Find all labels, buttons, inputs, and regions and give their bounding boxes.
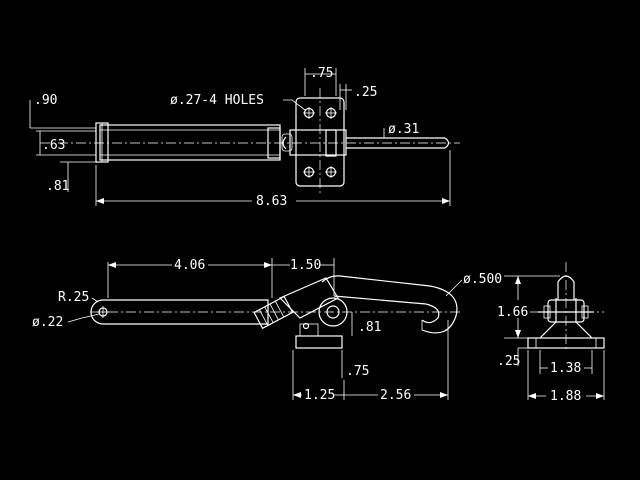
- dim-top-090: .90: [34, 93, 57, 108]
- dim-side-125: 1.25: [304, 388, 335, 403]
- dim-end-166: 1.66: [497, 305, 528, 320]
- end-view: 1.66 .25 1.38 1.88: [497, 262, 605, 404]
- dim-top-overall: 8.63: [256, 194, 287, 209]
- dim-top-063: .63: [42, 138, 65, 153]
- dim-side-hook-dia: ø.500: [463, 272, 502, 287]
- dim-side-radius: R.25: [58, 290, 89, 305]
- dim-side-081: .81: [358, 320, 381, 335]
- dim-top-025: .25: [354, 85, 377, 100]
- dim-side-256: 2.56: [380, 388, 411, 403]
- dim-top-075: .75: [310, 66, 333, 81]
- side-base: [295, 335, 343, 349]
- side-view: 4.06 1.50 ø.500 R.25 ø.22 .81 .75 1.25 2…: [32, 258, 502, 403]
- dim-side-150: 1.50: [290, 258, 321, 273]
- dim-top-081: .81: [46, 179, 69, 194]
- top-view: .90 .63 .81 .75 .25 ø.27-4 HOLES ø.31 8.…: [29, 66, 460, 209]
- dim-end-188: 1.88: [550, 389, 581, 404]
- top-arms: [289, 129, 347, 156]
- dim-side-pivot-dia: ø.22: [32, 315, 63, 330]
- dim-end-138: 1.38: [550, 361, 581, 376]
- side-link-arm: [278, 277, 339, 319]
- dim-side-406: 4.06: [174, 258, 205, 273]
- side-hook-bar: [321, 275, 458, 334]
- dim-top-pin-dia: ø.31: [388, 122, 419, 137]
- dim-side-075: .75: [346, 364, 369, 379]
- dim-end-025: .25: [497, 354, 520, 369]
- note-holes: ø.27-4 HOLES: [170, 93, 264, 108]
